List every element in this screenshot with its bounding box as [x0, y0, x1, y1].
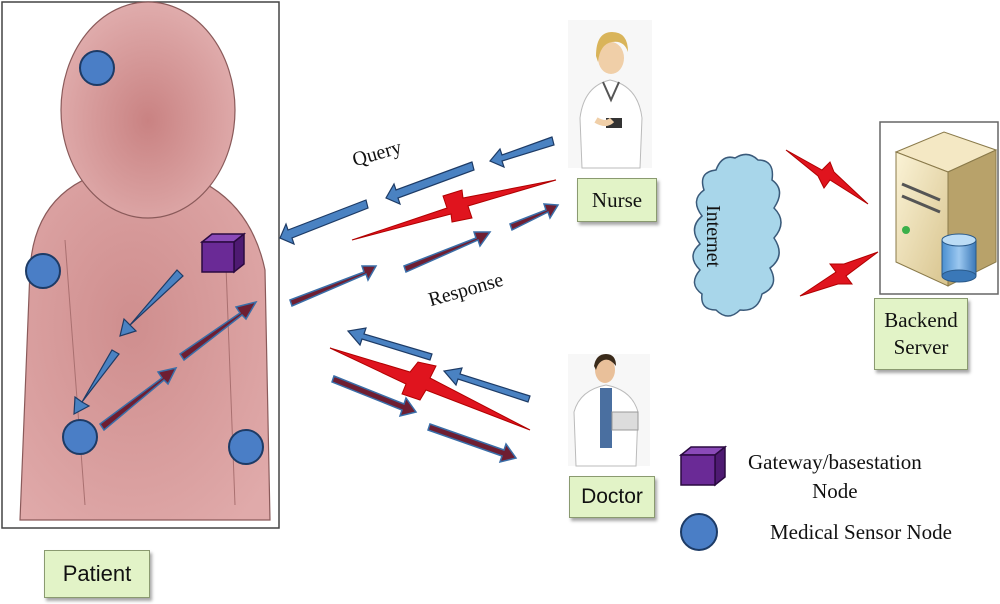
- internet-label: Internet: [702, 205, 724, 268]
- legend-sensor-text: Medical Sensor Node: [770, 520, 952, 544]
- sensor-node-hip: [62, 419, 98, 455]
- patient-label: Patient: [62, 561, 132, 586]
- doctor-label-box: Doctor: [569, 476, 655, 518]
- patient-label-box: Patient: [44, 550, 150, 598]
- wireless-link-doctor: [329, 347, 531, 431]
- legend-gateway-cube-icon: [678, 445, 728, 487]
- legend-gateway-line2: Node: [812, 479, 858, 504]
- server-tower-icon: [879, 121, 999, 295]
- nurse-label-box: Nurse: [577, 178, 657, 222]
- internal-query-arrows: [73, 269, 184, 416]
- internal-response-arrows: [98, 300, 258, 432]
- doctor-label: Doctor: [581, 485, 643, 508]
- nurse-label: Nurse: [591, 187, 643, 212]
- wireless-link-server-bottom: [799, 251, 879, 297]
- wireless-link-server-top: [785, 149, 869, 205]
- backend-label-line1: Backend: [884, 307, 958, 332]
- query-arrows-nurse: [279, 136, 555, 246]
- legend-gateway-text: Gateway/basestation Node: [748, 448, 922, 507]
- backend-label-line2: Server: [893, 335, 949, 359]
- response-arrows-doctor: [331, 375, 518, 464]
- gateway-node-cube: [199, 232, 247, 274]
- legend-sensor-circle-icon: [680, 513, 718, 551]
- doctor-person-icon: [568, 354, 650, 467]
- sensor-node-right: [228, 429, 264, 465]
- wireless-link-nurse: [351, 179, 557, 241]
- legend-gateway-line1: Gateway/basestation: [748, 450, 922, 474]
- backend-server-label-box: Backend Server: [874, 298, 968, 370]
- response-arrows-nurse: [289, 203, 560, 308]
- internet-cloud: [692, 153, 782, 317]
- nurse-person-icon: [568, 20, 652, 169]
- query-arrows-doctor: [346, 327, 531, 403]
- sensor-node-left: [25, 253, 61, 289]
- sensor-node-head: [79, 50, 115, 86]
